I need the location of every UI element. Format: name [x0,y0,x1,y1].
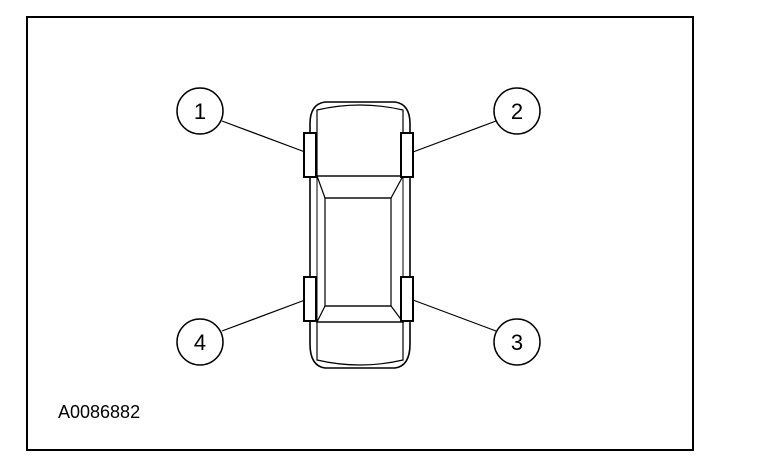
callout-circle [493,87,541,135]
callout-circle [176,87,224,135]
callout-label: 3 [511,330,523,355]
vehicle-top-view [309,101,411,369]
wheel-rear-right [400,276,414,322]
vehicle-body [309,101,411,369]
callout-label: 1 [194,99,206,124]
leader-line-2 [412,120,497,153]
vehicle-windshield [316,175,405,199]
wheel-front-right [400,132,414,178]
wheel-rear-left [303,276,317,322]
callout-circle [176,318,224,366]
leader-line-4 [221,299,306,332]
vehicle-roof [324,197,392,307]
callout-label: 2 [511,99,523,124]
callout-label: 4 [194,330,206,355]
callout-4: 4 [176,318,224,366]
callout-3: 3 [493,318,541,366]
figure-id: A0086882 [58,402,140,422]
callout-1: 1 [176,87,224,135]
vehicle-rear-window [316,305,405,323]
vehicle-hood [316,104,404,177]
callout-circle [493,318,541,366]
vehicle-trunk [316,321,404,366]
leader-line-3 [412,299,497,332]
figure-frame [26,16,694,451]
leader-line-1 [221,120,306,153]
wheel-front-left [303,132,317,178]
callout-2: 2 [493,87,541,135]
